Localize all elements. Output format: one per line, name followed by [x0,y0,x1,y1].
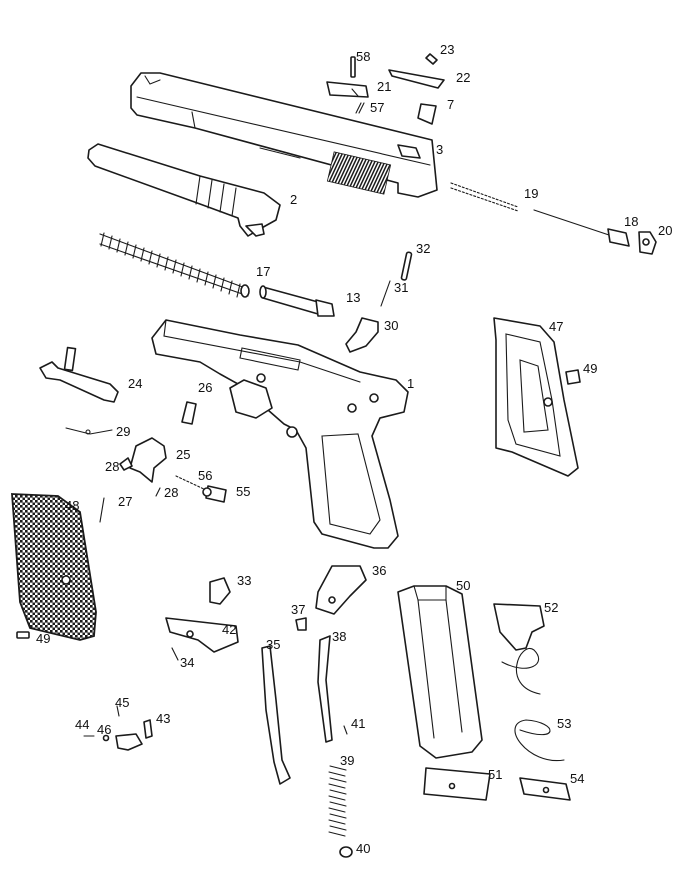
callout-1: 1 [407,376,414,391]
callout-31: 31 [394,280,408,295]
callout-33: 33 [237,573,251,588]
sear-group [261,565,367,785]
callout-54: 54 [570,771,584,786]
callout-50: 50 [456,578,470,593]
callout-21: 21 [377,79,391,94]
hammer-assembly [99,437,227,523]
callout-20: 20 [658,223,672,238]
frame [151,319,409,549]
decocking-parts [83,705,153,751]
callout-53: 53 [557,716,571,731]
callout-48: 48 [65,498,79,513]
callout-49-right: 49 [583,361,597,376]
extractor-small-parts [326,53,445,125]
callout-49-left: 49 [36,631,50,646]
callout-24: 24 [128,376,142,391]
callout-40: 40 [356,841,370,856]
callout-55: 55 [236,484,250,499]
recoil-spring-guide [259,285,335,317]
callout-26: 26 [198,380,212,395]
callout-39: 39 [340,753,354,768]
slide-catch-group [39,346,197,435]
right-grip [493,317,579,477]
slide [130,72,438,198]
callout-7: 7 [447,97,454,112]
callout-13: 13 [346,290,360,305]
recoil-spring [99,232,250,298]
callout-29: 29 [116,424,130,439]
callout-51: 51 [488,767,502,782]
firing-pin-group [450,182,657,255]
callout-35: 35 [266,637,280,652]
callout-23: 23 [440,42,454,57]
callout-19: 19 [524,186,538,201]
callout-25: 25 [176,447,190,462]
callout-18: 18 [624,214,638,229]
grip-screws [16,369,581,639]
callout-34: 34 [180,655,194,670]
callout-42: 42 [222,622,236,637]
callout-17: 17 [256,264,270,279]
callout-43: 43 [156,711,170,726]
firing-pin-block-parts [345,251,413,353]
callout-45: 45 [115,695,129,710]
left-grip [11,493,97,641]
callout-41: 41 [351,716,365,731]
callout-47: 47 [549,319,563,334]
callout-28-upper: 28 [105,459,119,474]
callout-44: 44 [75,717,89,732]
callout-38: 38 [332,629,346,644]
callout-30: 30 [384,318,398,333]
barrel [87,143,281,237]
callout-58: 58 [356,49,370,64]
callout-labels: 1 2 3 7 13 17 18 19 20 21 22 23 24 25 26… [36,42,672,856]
callout-37: 37 [291,602,305,617]
callout-36: 36 [372,563,386,578]
callout-56: 56 [198,468,212,483]
callout-27: 27 [118,494,132,509]
callout-22: 22 [456,70,470,85]
callout-2: 2 [290,192,297,207]
callout-57: 57 [370,100,384,115]
callout-32: 32 [416,241,430,256]
mainspring-assembly [317,635,353,858]
callout-52: 52 [544,600,558,615]
callout-46: 46 [97,722,111,737]
callout-28-lower: 28 [164,485,178,500]
magazine-group [397,585,571,801]
trigger-parts [165,577,239,661]
callout-3: 3 [436,142,443,157]
